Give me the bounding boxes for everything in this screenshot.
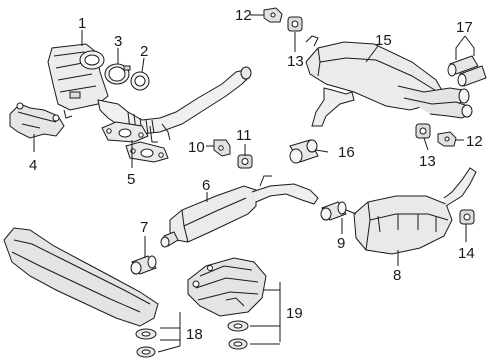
part-6-center-muffler (160, 175, 319, 248)
callout-9: 9 (337, 235, 345, 252)
part-15-rear-muffler (305, 35, 473, 127)
part-1-catalytic-converter (47, 43, 109, 119)
part-10-bracket (213, 139, 231, 157)
part-11-rubber-hanger (237, 154, 253, 169)
part-14-rubber-hanger (459, 209, 475, 225)
callout-14: 14 (458, 245, 475, 262)
part-8-rear-muffler (345, 167, 477, 255)
callout-12-right: 12 (466, 133, 483, 150)
part-19-washer-a (227, 320, 249, 332)
part-18-heat-shield (3, 227, 159, 327)
callout-6: 6 (202, 177, 210, 194)
callout-11: 11 (236, 127, 252, 144)
callout-13-bottom: 13 (419, 153, 436, 170)
callout-8: 8 (393, 267, 401, 284)
part-2-gasket (130, 71, 150, 91)
callout-4: 4 (29, 157, 37, 174)
callout-7: 7 (140, 219, 148, 236)
part-18-washer-b (136, 346, 156, 358)
callout-labels: 1 2 3 4 5 6 7 8 9 10 11 12 12 13 13 14 1… (29, 7, 483, 343)
callout-18: 18 (186, 326, 203, 343)
callout-19: 19 (286, 305, 303, 322)
callout-13-top: 13 (287, 53, 304, 70)
part-19-washer-b (228, 338, 248, 350)
part-12-bracket-top (263, 7, 283, 23)
callout-2: 2 (140, 43, 148, 60)
part-17-exhaust-tip-upper (447, 55, 479, 77)
part-13-rubber-hanger-bottom (415, 123, 431, 139)
leader-lines (33, 14, 475, 353)
part-4-heat-shield (9, 102, 65, 139)
callout-3: 3 (114, 33, 122, 50)
part-3-clamp (104, 63, 131, 85)
part-19-heat-shield (187, 257, 267, 317)
callout-15: 15 (375, 32, 392, 49)
part-16-clamp-sleeve (289, 139, 319, 164)
part-9-clamp (320, 201, 347, 221)
part-17-exhaust-tip-lower (457, 65, 487, 87)
part-18-washer-a (135, 328, 157, 340)
part-12-bracket-right (437, 131, 457, 147)
callout-10: 10 (188, 139, 205, 156)
callout-12-top: 12 (235, 7, 252, 24)
callout-1: 1 (78, 15, 86, 32)
part-13-rubber-hanger-top (287, 16, 303, 32)
callout-16: 16 (338, 144, 355, 161)
part-5-flange-gaskets (101, 121, 169, 163)
callout-5: 5 (127, 171, 135, 188)
part-7-clamp (130, 255, 157, 275)
callout-17: 17 (456, 19, 473, 36)
